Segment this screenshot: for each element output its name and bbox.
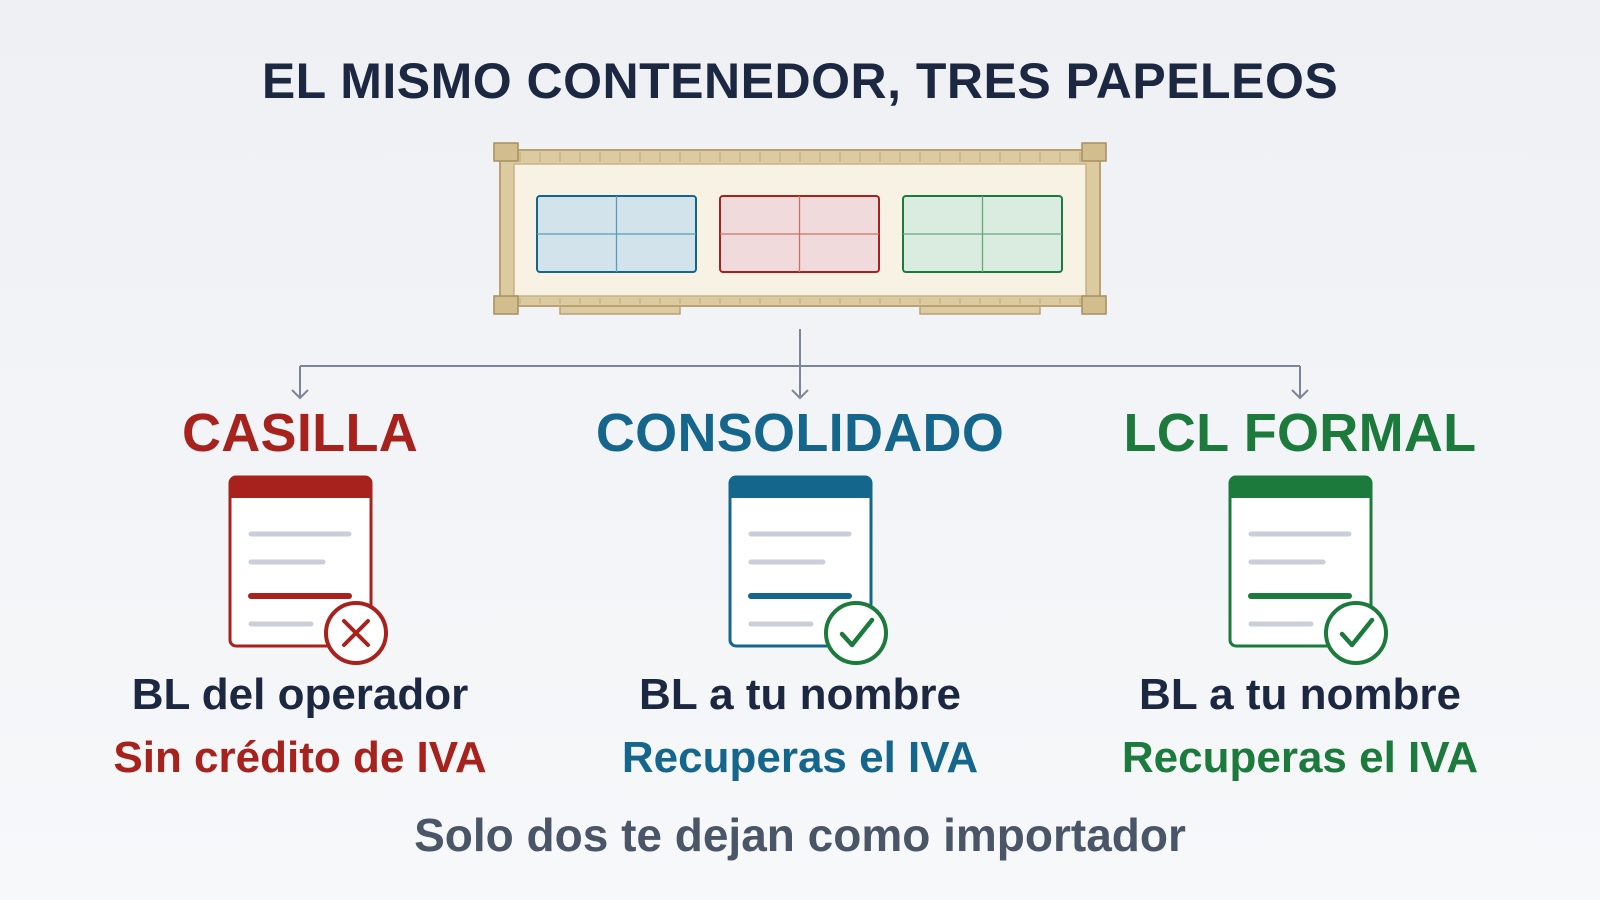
lcl-formal-title: LCL FORMAL xyxy=(1123,403,1477,463)
check-circle-icon xyxy=(824,601,888,665)
document-icon xyxy=(1228,475,1373,648)
cargo-box-blue xyxy=(536,195,697,273)
check-circle-icon xyxy=(1324,601,1388,665)
casilla-result-line: Sin crédito de IVA xyxy=(113,733,487,782)
cargo-box-green xyxy=(902,195,1063,273)
consolidado-document-line: BL a tu nombre xyxy=(639,670,961,719)
casilla-title: CASILLA xyxy=(181,403,419,463)
container-ridges-top xyxy=(519,152,1081,162)
consolidado-title: CONSOLIDADO xyxy=(595,403,1005,463)
page-title: EL MISMO CONTENEDOR, TRES PAPELEOS xyxy=(261,53,1339,109)
footer-caption: Solo dos te dejan como importador xyxy=(414,809,1186,861)
document-icon xyxy=(228,475,373,648)
lcl-formal-document-line: BL a tu nombre xyxy=(1139,670,1461,719)
x-circle-icon xyxy=(324,601,388,665)
document-icon xyxy=(728,475,873,648)
arrow-down-icon xyxy=(291,389,1309,400)
container-ridges-bottom xyxy=(519,298,1081,304)
connector-lines xyxy=(299,329,1301,398)
casilla-document-line: BL del operador xyxy=(131,670,469,719)
shipping-container-icon xyxy=(493,142,1107,315)
consolidado-result-line: Recuperas el IVA xyxy=(621,733,979,782)
cargo-box-red xyxy=(719,195,880,273)
lcl-formal-result-line: Recuperas el IVA xyxy=(1121,733,1479,782)
